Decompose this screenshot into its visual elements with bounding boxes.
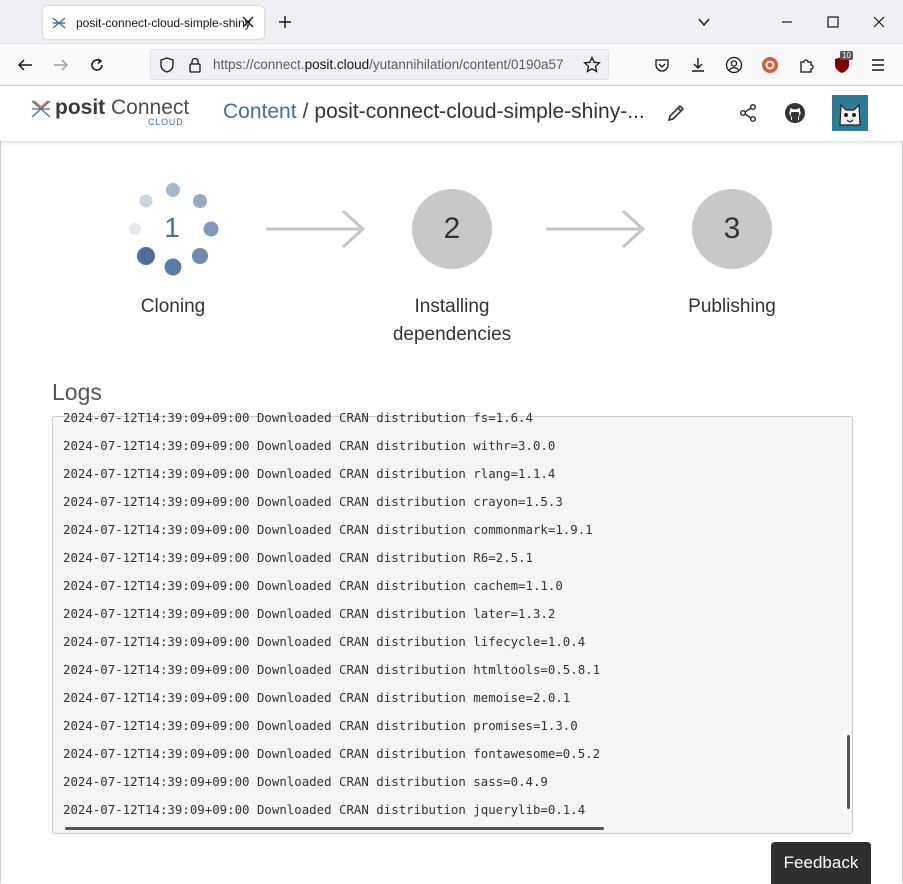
loading-spinner-icon bbox=[129, 183, 219, 276]
minimize-icon[interactable] bbox=[777, 12, 797, 32]
url-prefix: https://connect. bbox=[213, 57, 305, 72]
breadcrumb-separator: / bbox=[302, 100, 309, 123]
log-line: 2024-07-12T14:39:09+09:00 Downloaded CRA… bbox=[63, 438, 556, 453]
posit-connect-cloud-logo[interactable]: posit Connect CLOUD bbox=[30, 97, 189, 127]
log-line: 2024-07-12T14:39:09+09:00 Downloaded CRA… bbox=[63, 634, 586, 649]
downloads-icon[interactable] bbox=[687, 54, 709, 76]
log-line: 2024-07-12T14:39:09+09:00 Downloaded CRA… bbox=[63, 802, 586, 817]
tab-title: posit-connect-cloud-simple-shiny bbox=[76, 15, 251, 30]
posit-favicon-icon bbox=[51, 15, 67, 31]
log-line: 2024-07-12T14:39:09+09:00 Downloaded CRA… bbox=[63, 606, 556, 621]
browser-tab-bar: posit-connect-cloud-simple-shiny bbox=[0, 0, 903, 44]
log-line: 2024-07-12T14:39:09+09:00 Downloaded CRA… bbox=[63, 690, 571, 705]
browser-nav-bar: https://connect.posit.cloud/yutannihilat… bbox=[0, 44, 903, 86]
bookmark-star-icon[interactable] bbox=[581, 54, 603, 76]
log-line: 2024-07-12T14:39:09+09:00 Downloaded CRA… bbox=[63, 578, 563, 593]
logs-vertical-scrollbar[interactable] bbox=[847, 735, 850, 809]
log-line: 2024-07-12T14:39:09+09:00 Downloaded CRA… bbox=[63, 746, 601, 761]
step-2-circle: 2 bbox=[412, 189, 492, 269]
logs-horizontal-scrollbar[interactable] bbox=[65, 827, 604, 830]
log-line: 2024-07-12T14:39:09+09:00 Downloaded CRA… bbox=[63, 522, 593, 537]
step-1-number: 1 bbox=[164, 212, 180, 243]
logo-cloud-label: CLOUD bbox=[148, 117, 184, 127]
log-line: 2024-07-12T14:39:09+09:00 Downloaded CRA… bbox=[63, 718, 578, 733]
log-line: 2024-07-12T14:39:09+09:00 Downloaded CRA… bbox=[63, 410, 533, 425]
app-header: posit Connect CLOUD Content/posit-connec… bbox=[0, 86, 903, 141]
step-arrow-icon bbox=[546, 209, 646, 249]
log-line: 2024-07-12T14:39:09+09:00 Downloaded CRA… bbox=[63, 466, 556, 481]
log-line: 2024-07-12T14:39:09+09:00 Downloaded CRA… bbox=[63, 662, 601, 677]
extension-badge: 10 bbox=[840, 51, 853, 60]
step-arrow-icon bbox=[266, 209, 366, 249]
log-line: 2024-07-12T14:39:09+09:00 Downloaded CRA… bbox=[63, 774, 548, 789]
logo-brand: posit bbox=[55, 96, 106, 119]
shield-icon[interactable] bbox=[156, 54, 178, 76]
deploy-progress-page: 1 Cloning 2 Installing dependencies 3 Pu… bbox=[0, 141, 903, 884]
hamburger-menu-icon[interactable] bbox=[867, 54, 889, 76]
step-2-number: 2 bbox=[443, 212, 461, 245]
url-text[interactable]: https://connect.posit.cloud/yutannihilat… bbox=[213, 57, 578, 72]
url-domain: posit.cloud bbox=[304, 57, 370, 72]
edit-pencil-icon[interactable] bbox=[664, 101, 688, 125]
step-3-number: 3 bbox=[723, 212, 741, 245]
step-3-circle: 3 bbox=[692, 189, 772, 269]
account-icon[interactable] bbox=[723, 54, 745, 76]
breadcrumb-current: posit-connect-cloud-simple-shiny-... bbox=[314, 100, 645, 123]
duckduckgo-extension-icon[interactable] bbox=[759, 54, 781, 76]
logs-title: Logs bbox=[52, 379, 102, 405]
extensions-puzzle-icon[interactable] bbox=[795, 54, 817, 76]
url-path: /yutannihilation/content/0190a57 bbox=[369, 57, 564, 72]
step-1-label: Cloning bbox=[140, 296, 206, 317]
tab-close-icon[interactable] bbox=[240, 14, 256, 30]
share-icon[interactable] bbox=[736, 101, 760, 125]
forward-arrow-icon[interactable] bbox=[50, 54, 72, 76]
reload-icon[interactable] bbox=[86, 54, 108, 76]
logs-panel[interactable]: 2024-07-12T14:39:09+09:00 Downloaded CRA… bbox=[52, 410, 853, 834]
lock-icon[interactable] bbox=[184, 54, 206, 76]
new-tab-icon[interactable] bbox=[275, 12, 295, 32]
address-bar[interactable]: https://connect.posit.cloud/yutannihilat… bbox=[150, 49, 609, 80]
log-line: 2024-07-12T14:39:09+09:00 Downloaded CRA… bbox=[63, 550, 533, 565]
window-close-icon[interactable] bbox=[869, 12, 889, 32]
logo-product: Connect bbox=[111, 96, 190, 119]
user-avatar[interactable] bbox=[832, 95, 868, 131]
posit-logo-icon bbox=[31, 100, 51, 118]
feedback-button[interactable]: Feedback bbox=[771, 842, 871, 884]
breadcrumb-content-link[interactable]: Content bbox=[223, 100, 297, 123]
pocket-icon[interactable] bbox=[651, 54, 673, 76]
step-2-label: Installing dependencies bbox=[392, 296, 512, 345]
tab-list-chevron-down-icon[interactable] bbox=[694, 12, 714, 32]
browser-tab[interactable]: posit-connect-cloud-simple-shiny bbox=[43, 6, 264, 39]
ublock-origin-icon[interactable]: 10 bbox=[831, 51, 853, 76]
maximize-icon[interactable] bbox=[823, 12, 843, 32]
logo-wordmark: posit Connect bbox=[55, 97, 189, 119]
breadcrumb: Content/posit-connect-cloud-simple-shiny… bbox=[223, 100, 645, 124]
step-3-label: Publishing bbox=[688, 296, 776, 317]
back-arrow-icon[interactable] bbox=[14, 54, 36, 76]
log-line: 2024-07-12T14:39:09+09:00 Downloaded CRA… bbox=[63, 494, 563, 509]
github-icon[interactable] bbox=[783, 101, 807, 125]
